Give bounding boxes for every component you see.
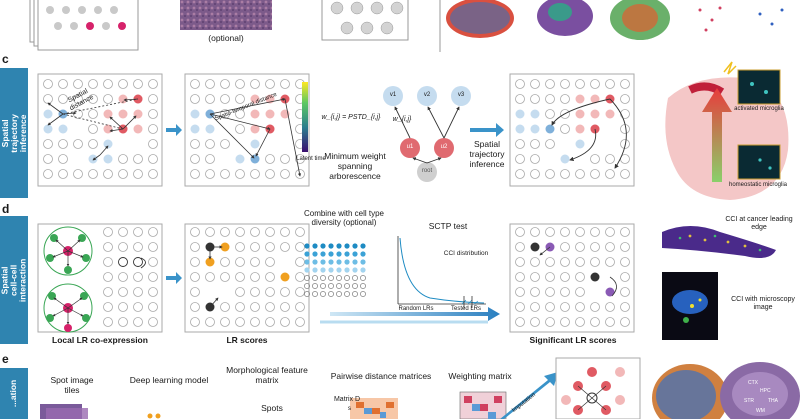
svg-text:THA: THA xyxy=(768,398,779,404)
c-grid-2 xyxy=(184,73,310,187)
spot-tiles-caption: Spot image tiles xyxy=(50,375,94,395)
sctp-test-caption: SCTP test xyxy=(428,221,468,231)
morph-matrix-caption: Morphological feature matrix xyxy=(226,365,308,385)
pairwise-caption: Pairwise distance matrices xyxy=(330,371,432,381)
latent-time-label: Latent time xyxy=(296,156,326,162)
edge-weight-label: w_{i,j} xyxy=(392,116,412,123)
panel-c-letter: c xyxy=(2,52,9,66)
panel-e-letter: e xyxy=(2,352,9,366)
brain-trajectory xyxy=(665,61,789,200)
mst-u1: u1 xyxy=(406,144,414,150)
mst-v1: v1 xyxy=(389,92,397,98)
top-strip-graphics xyxy=(29,0,784,52)
sti-caption: Spatial trajectory inference xyxy=(469,139,505,169)
mst-caption: Minimum weight spanning arborescence xyxy=(324,151,386,181)
svg-text:HPC: HPC xyxy=(760,388,771,394)
significant-caption: Significant LR scores xyxy=(529,335,617,345)
panel-c-sidebar: Spatial trajectory inference xyxy=(0,68,28,198)
panel-e-sidebar: ...ation xyxy=(0,368,28,419)
matrix-d-label: Matrix D xyxy=(333,396,361,403)
cci-distribution-label: CCI distribution xyxy=(443,250,489,257)
root-label: root xyxy=(421,168,433,174)
optional-label: (optional) xyxy=(208,33,244,43)
c-grid-3 xyxy=(509,73,635,187)
activated-microglia-label: activated microglia xyxy=(734,106,784,112)
panel-d-letter: d xyxy=(2,202,10,216)
mst-v3: v3 xyxy=(457,92,465,98)
svg-text:CTX: CTX xyxy=(748,380,759,386)
cci-microscopy-caption: CCI with microscopy image xyxy=(731,296,795,311)
cci-cancer-caption: CCI at cancer leading edge xyxy=(725,216,793,231)
weighting-caption: Weighting matrix xyxy=(448,371,512,381)
deep-learning-caption: Deep learning model xyxy=(129,375,209,385)
lr-scores-caption: LR scores xyxy=(226,335,268,345)
random-lrs-label: Random LRs xyxy=(398,306,434,312)
mst-u2: u2 xyxy=(440,144,448,150)
c-grid-1 xyxy=(37,73,163,187)
weight-formula: w_{i,j} = PSTD_{i,j} xyxy=(321,114,381,121)
tested-lrs-label: Tested LRs xyxy=(450,306,481,312)
svg-text:s: s xyxy=(348,406,351,412)
homeostatic-microglia-label: homeostatic microglia xyxy=(728,182,788,188)
combine-caption: Combine with cell type diversity (option… xyxy=(303,209,385,227)
spots-label: Spots xyxy=(261,403,283,413)
panel-d-sidebar: Spatial cell-cell interaction xyxy=(0,216,28,344)
mst-graph xyxy=(383,86,471,182)
svg-text:WM: WM xyxy=(756,408,765,414)
svg-text:STR: STR xyxy=(744,398,754,404)
local-lr-caption: Local LR co-expression xyxy=(52,335,148,345)
mst-v2: v2 xyxy=(423,92,431,98)
